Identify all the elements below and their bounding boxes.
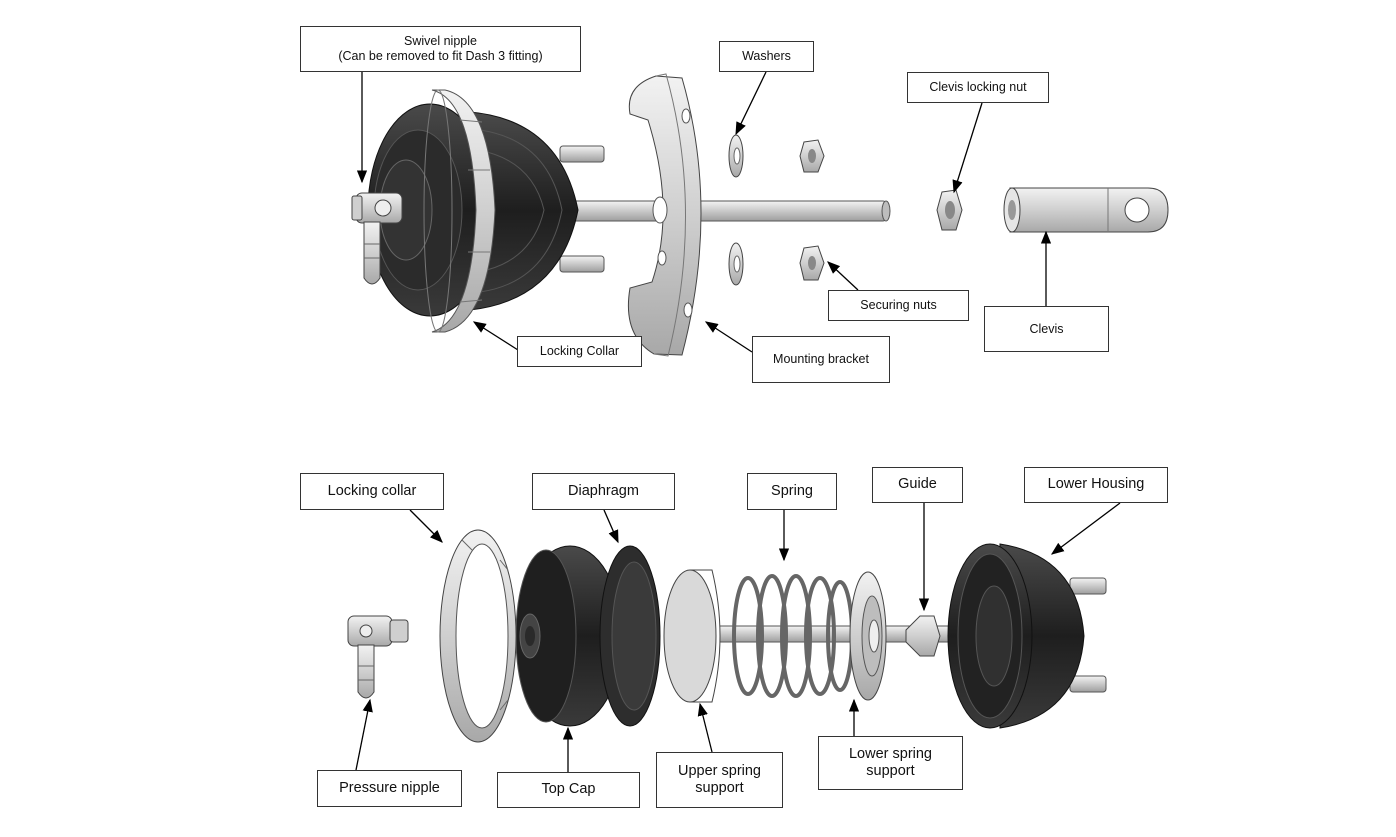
guide-part: [905, 615, 941, 657]
locking-collar-ring-part: [439, 529, 517, 743]
clevis-locking-nut-part: [936, 189, 963, 231]
swivel-nipple-part: [351, 192, 403, 285]
label-upper-spring-support: Upper spring support: [656, 752, 783, 808]
label-locking-collar-top: Locking Collar: [517, 336, 642, 367]
label-spring: Spring: [747, 473, 837, 510]
label-lower-housing: Lower Housing: [1024, 467, 1168, 503]
upper-spring-support-part: [663, 569, 721, 703]
clevis-part: [1003, 187, 1169, 233]
bottom-rod: [699, 625, 991, 643]
stud: [559, 145, 605, 163]
label-clevis: Clevis: [984, 306, 1109, 352]
label-securing-nuts: Securing nuts: [828, 290, 969, 321]
top-assembly: [351, 73, 1169, 357]
stud: [559, 255, 605, 273]
label-guide: Guide: [872, 467, 963, 503]
locking-collar-top-part: [423, 89, 496, 333]
pressure-nipple-part: [347, 615, 409, 699]
label-top-cap: Top Cap: [497, 772, 640, 808]
actuator-rod: [559, 200, 887, 222]
label-pressure-nipple: Pressure nipple: [317, 770, 462, 807]
label-clevis-locking-nut: Clevis locking nut: [907, 72, 1049, 103]
diaphragm-part: [599, 545, 661, 727]
top-cap-part: [515, 545, 623, 727]
label-diaphragm: Diaphragm: [532, 473, 675, 510]
mounting-bracket-part: [627, 73, 702, 357]
label-locking-collar-bottom: Locking collar: [300, 473, 444, 510]
actuator-housing: [367, 103, 579, 317]
securing-nuts-part: [799, 139, 825, 281]
label-swivel-nipple: Swivel nipple (Can be removed to fit Das…: [300, 26, 581, 72]
label-washers: Washers: [719, 41, 814, 72]
bottom-assembly: [347, 529, 1107, 743]
lower-spring-support-part: [849, 571, 887, 701]
label-lower-spring-support: Lower spring support: [818, 736, 963, 790]
lower-housing-part: [947, 543, 1107, 729]
label-mounting-bracket: Mounting bracket: [752, 336, 890, 383]
leader-lines: [355, 71, 1121, 772]
